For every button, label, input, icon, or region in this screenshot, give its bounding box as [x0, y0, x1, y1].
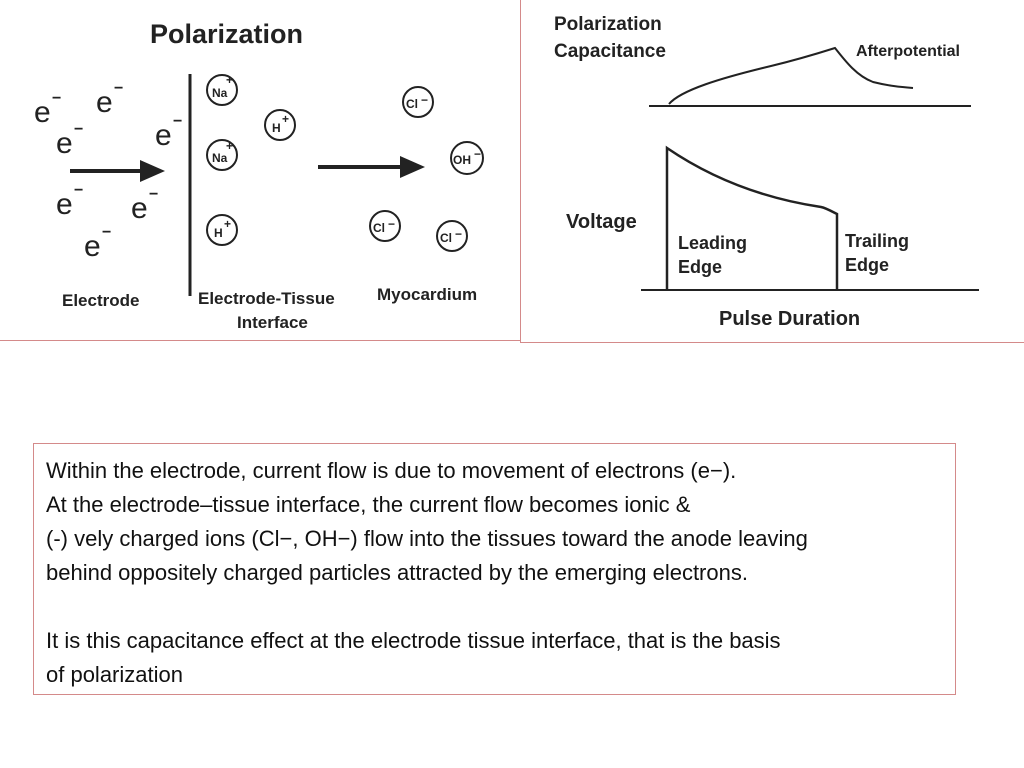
polarization-diagram-panel: Polarization e − e − e − e − e −: [0, 0, 521, 341]
svg-text:−: −: [455, 227, 462, 241]
capacitance-curve: [668, 46, 914, 105]
electrode-label: Electrode: [62, 291, 139, 310]
ion-h: H +: [206, 214, 238, 246]
polarization-capacitance-label-line1: Polarization: [554, 14, 662, 35]
electron: e −: [155, 113, 182, 152]
ion-na: Na +: [206, 139, 238, 171]
svg-text:+: +: [224, 217, 231, 231]
polarization-diagram: Polarization e − e − e − e − e −: [34, 19, 484, 332]
electron-group: e − e − e − e − e − e −: [34, 80, 182, 263]
voltage-pulse: [665, 145, 839, 290]
svg-text:−: −: [421, 93, 428, 107]
current-arrow-electrode: [70, 160, 165, 182]
pulse-diagram-panel: Polarization Capacitance Afterpotential …: [520, 0, 1024, 343]
electron: e −: [131, 186, 158, 225]
electron-charge: −: [173, 113, 182, 130]
electron: e −: [96, 80, 123, 119]
explanation-line: (-) vely charged ions (Cl−, OH−) flow in…: [46, 526, 808, 551]
svg-text:H: H: [272, 121, 281, 135]
explanation-line: Within the electrode, current flow is du…: [46, 458, 737, 483]
explanation-line: behind oppositely charged particles attr…: [46, 560, 748, 585]
svg-text:+: +: [282, 112, 289, 126]
electron: e −: [34, 90, 61, 129]
electron-charge: −: [102, 224, 111, 241]
svg-text:Cl: Cl: [440, 231, 452, 245]
ion-cl: Cl −: [436, 220, 468, 252]
electron-symbol: e: [56, 188, 73, 221]
myocardium-label: Myocardium: [377, 285, 477, 304]
leading-edge-label-line1: Leading: [678, 233, 747, 253]
paragraph-gap: [46, 590, 945, 624]
svg-text:H: H: [214, 226, 223, 240]
ion-cl: Cl −: [402, 86, 434, 118]
electron-symbol: e: [96, 86, 113, 119]
svg-text:+: +: [226, 73, 233, 87]
electron-symbol: e: [34, 96, 51, 129]
electron-symbol: e: [56, 127, 73, 160]
electron-charge: −: [149, 186, 158, 203]
ion-oh: OH −: [450, 141, 484, 175]
ion-flow-arrow: [318, 156, 425, 178]
voltage-label: Voltage: [566, 211, 637, 233]
polarization-title: Polarization: [150, 19, 303, 49]
svg-text:Na: Na: [212, 86, 228, 100]
ion-na: Na +: [206, 73, 238, 106]
electron-charge: −: [52, 90, 61, 107]
afterpotential-label: Afterpotential: [856, 43, 960, 60]
electron-symbol: e: [155, 119, 172, 152]
electron-charge: −: [74, 121, 83, 138]
explanation-line: At the electrode–tissue interface, the c…: [46, 492, 691, 517]
svg-text:Na: Na: [212, 151, 228, 165]
svg-text:−: −: [388, 217, 395, 231]
svg-text:OH: OH: [453, 153, 471, 167]
polarization-capacitance-label-line2: Capacitance: [554, 41, 666, 62]
electron-charge: −: [114, 80, 123, 97]
electron: e −: [84, 224, 111, 263]
electron-symbol: e: [84, 230, 101, 263]
trailing-edge-label-line1: Trailing: [845, 231, 909, 251]
explanation-line: It is this capacitance effect at the ele…: [46, 628, 781, 653]
interface-label-line1: Electrode-Tissue: [198, 289, 335, 308]
leading-edge-label-line2: Edge: [678, 257, 722, 277]
svg-text:Cl: Cl: [373, 221, 385, 235]
electron-symbol: e: [131, 192, 148, 225]
trailing-edge-label-line2: Edge: [845, 255, 889, 275]
ion-cl: Cl −: [369, 210, 401, 242]
ion-h: H +: [264, 109, 296, 141]
interface-label-line2: Interface: [237, 313, 308, 332]
explanation-text-box: Within the electrode, current flow is du…: [33, 443, 956, 695]
pulse-diagram: Polarization Capacitance Afterpotential …: [554, 14, 979, 330]
svg-text:−: −: [474, 147, 481, 161]
electron-charge: −: [74, 182, 83, 199]
svg-text:Cl: Cl: [406, 97, 418, 111]
pulse-duration-label: Pulse Duration: [719, 308, 860, 330]
electron: e −: [56, 121, 83, 160]
electron: e −: [56, 182, 83, 221]
svg-text:+: +: [226, 139, 233, 153]
explanation-line: of polarization: [46, 662, 183, 687]
